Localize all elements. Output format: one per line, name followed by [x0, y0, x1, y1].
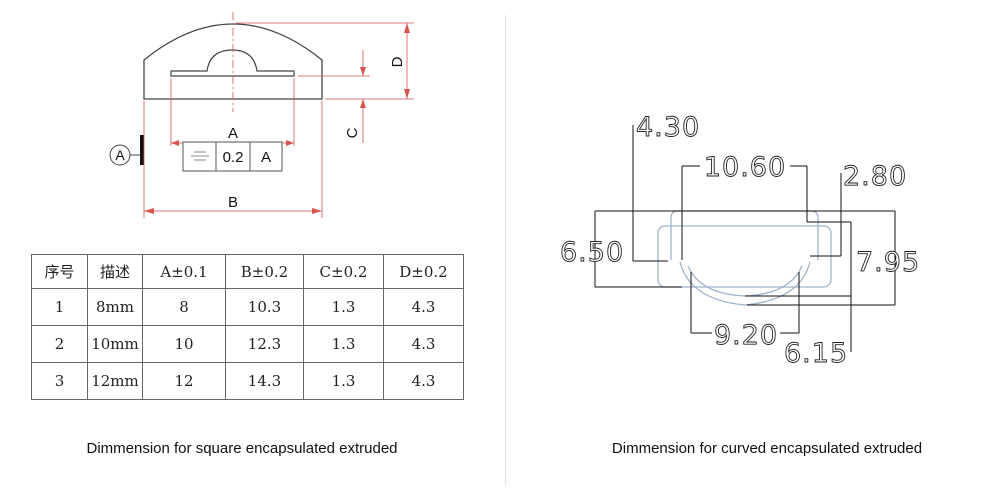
table-header: B±0.2 [225, 254, 304, 289]
datum-a-marker: A [109, 135, 144, 166]
table-row: 3 12mm 12 14.3 1.3 4.3 [31, 362, 464, 400]
table-cell: 3 [31, 362, 88, 400]
table-cell: 8mm [87, 288, 143, 326]
table-cell: 10mm [87, 325, 143, 363]
table-cell: 4.3 [383, 325, 464, 363]
dimension-10-60: 10.60 [704, 152, 786, 183]
dimension-c [298, 50, 370, 143]
dimension-b-label: B [228, 194, 238, 211]
table-header-row: 序号 描述 A±0.1 B±0.2 C±0.2 D±0.2 [31, 254, 464, 289]
dimension-4-30: 4.30 [636, 112, 700, 143]
dimension-6-50: 6.50 [560, 237, 624, 268]
table-cell: 12mm [87, 362, 143, 400]
table-cell: 1.3 [303, 362, 384, 400]
table-cell: 2 [31, 325, 88, 363]
table-cell: 1 [31, 288, 88, 326]
table-cell: 8 [142, 288, 226, 326]
curved-profile-outline [657, 210, 832, 306]
square-profile-outline [143, 23, 323, 100]
left-caption: Dimmension for square encapsulated extru… [86, 440, 398, 457]
dimension-2-80: 2.80 [843, 161, 907, 192]
dimension-spec-table: 序号 描述 A±0.1 B±0.2 C±0.2 D±0.2 1 8mm 8 10… [31, 254, 464, 400]
tolerance-frame: 0.2 A [182, 141, 283, 172]
square-profile-drawing: A 0.2 A A B [109, 12, 414, 218]
table-cell: 1.3 [303, 325, 384, 363]
slot-with-bump [170, 49, 295, 77]
dimension-6-15: 6.15 [784, 338, 848, 369]
dimension-d [236, 22, 414, 100]
table-cell: 14.3 [225, 362, 304, 400]
tolerance-value: 0.2 [223, 149, 244, 166]
symmetry-icon [191, 151, 209, 161]
dimension-a-label: A [228, 125, 238, 142]
table-header: 描述 [87, 254, 143, 289]
table-header: 序号 [31, 254, 88, 289]
datum-label: A [115, 147, 125, 163]
table-cell: 12 [142, 362, 226, 400]
panel-divider [505, 15, 506, 485]
table-row: 1 8mm 8 10.3 1.3 4.3 [31, 288, 464, 326]
dimension-9-20: 9.20 [714, 320, 778, 351]
table-cell: 1.3 [303, 288, 384, 326]
dimension-c-label: C [344, 127, 361, 138]
table-cell: 4.3 [383, 362, 464, 400]
dimension-a [170, 78, 295, 146]
table-header: C±0.2 [303, 254, 384, 289]
table-cell: 10.3 [225, 288, 304, 326]
table-cell: 10 [142, 325, 226, 363]
tolerance-datum: A [261, 149, 271, 166]
table-header: D±0.2 [383, 254, 464, 289]
table-cell: 12.3 [225, 325, 304, 363]
dimension-lines [594, 125, 896, 352]
dimension-b [143, 101, 323, 218]
dimension-7-95: 7.95 [856, 247, 920, 278]
table-row: 2 10mm 10 12.3 1.3 4.3 [31, 325, 464, 363]
dimension-d-label: D [389, 56, 406, 67]
curved-profile-drawing: 4.30 10.60 2.80 6.50 7.95 9.20 6.15 [560, 112, 920, 370]
table-cell: 4.3 [383, 288, 464, 326]
right-caption: Dimmension for curved encapsulated extru… [611, 440, 923, 457]
table-header: A±0.1 [142, 254, 226, 289]
